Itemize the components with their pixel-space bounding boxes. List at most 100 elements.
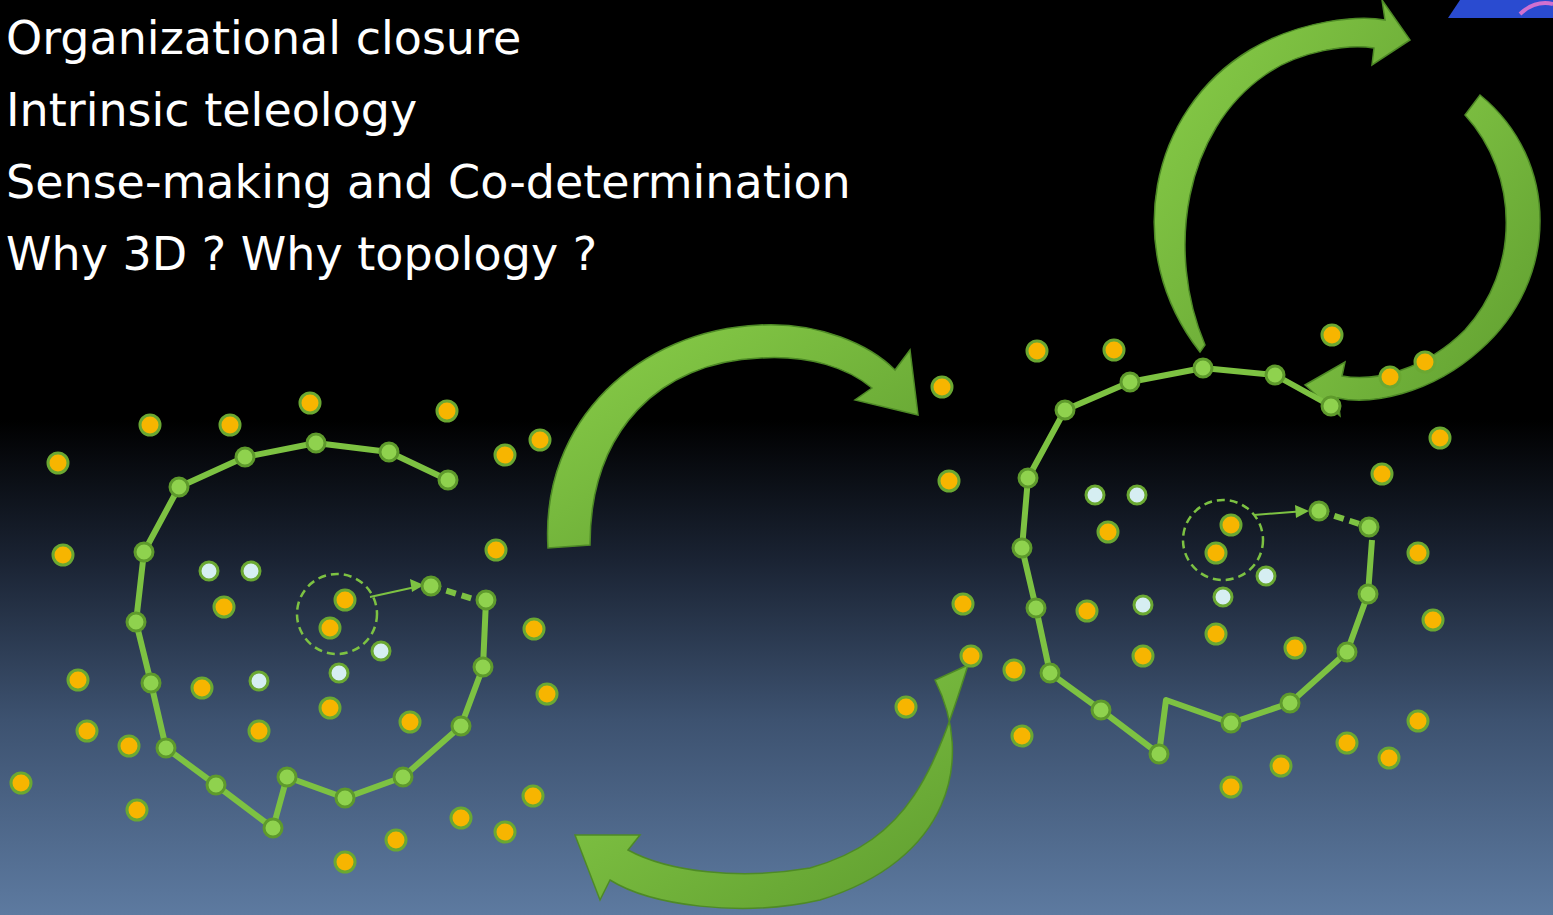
molecule-dot — [220, 415, 240, 435]
molecule-dot — [1337, 733, 1357, 753]
molecule-dot — [1206, 543, 1226, 563]
molecule-dot — [1206, 624, 1226, 644]
molecule-dot — [422, 577, 440, 595]
molecule-dot — [1214, 588, 1232, 606]
molecule-dot — [1281, 694, 1299, 712]
molecule-dot — [1322, 325, 1342, 345]
molecule-dot — [1027, 341, 1047, 361]
molecule-dot — [953, 594, 973, 614]
molecule-dot — [1360, 518, 1378, 536]
molecule-dot — [1359, 585, 1377, 603]
molecule-dot — [1133, 646, 1153, 666]
molecule-dot — [961, 646, 981, 666]
molecule-dot — [307, 434, 325, 452]
molecule-dot — [1430, 428, 1450, 448]
bullet-list: Organizational closureIntrinsic teleolog… — [6, 2, 851, 290]
molecule-dot — [68, 670, 88, 690]
molecule-dot — [537, 684, 557, 704]
molecule-dot — [1128, 486, 1146, 504]
molecule-dot — [242, 562, 260, 580]
molecule-dot — [1408, 711, 1428, 731]
molecule-dot — [1310, 502, 1328, 520]
logo-fragment — [1520, 3, 1553, 14]
molecule-dot — [1086, 486, 1104, 504]
molecule-dot — [932, 377, 952, 397]
molecule-dot — [1257, 567, 1275, 585]
molecule-dot — [1121, 373, 1139, 391]
molecule-dot — [1221, 515, 1241, 535]
molecule-dot — [157, 739, 175, 757]
molecule-dot — [140, 415, 160, 435]
molecule-dot — [1415, 352, 1435, 372]
molecule-dot — [1134, 596, 1152, 614]
bullet-text: Intrinsic teleology — [6, 74, 851, 146]
molecule-dot — [48, 453, 68, 473]
molecule-dot — [142, 674, 160, 692]
molecule-dot — [1322, 397, 1340, 415]
molecule-dot — [1104, 340, 1124, 360]
molecule-dot — [451, 808, 471, 828]
molecule-dot — [1380, 367, 1400, 387]
cycle-arrows — [548, 0, 1540, 908]
molecule-dot — [135, 543, 153, 561]
molecule-dot — [380, 443, 398, 461]
molecule-dot — [939, 471, 959, 491]
molecule-dot — [250, 672, 268, 690]
molecule-dot — [53, 545, 73, 565]
molecule-dot — [1012, 726, 1032, 746]
molecule-dot — [524, 619, 544, 639]
molecule-dot — [1098, 522, 1118, 542]
molecule-dot — [1041, 664, 1059, 682]
molecule-dot — [474, 658, 492, 676]
molecule-dot — [477, 591, 495, 609]
molecule-dot — [335, 852, 355, 872]
molecule-dot — [372, 642, 390, 660]
molecule-dot — [1222, 714, 1240, 732]
molecule-dot — [1194, 359, 1212, 377]
molecule-dot — [439, 471, 457, 489]
molecule-dot — [77, 721, 97, 741]
molecule-dot — [1221, 777, 1241, 797]
molecule-dot — [1019, 469, 1037, 487]
molecule-dot — [127, 613, 145, 631]
molecule-dot — [530, 430, 550, 450]
molecule-dot — [320, 618, 340, 638]
cell-membrane — [1022, 368, 1372, 754]
molecule-dot — [264, 819, 282, 837]
molecule-dot — [1004, 660, 1024, 680]
molecule-dot — [452, 717, 470, 735]
molecule-dot — [11, 773, 31, 793]
molecule-dot — [200, 562, 218, 580]
molecule-dot — [386, 830, 406, 850]
molecule-dot — [1271, 756, 1291, 776]
molecule-dot — [400, 712, 420, 732]
molecule-dot — [1408, 543, 1428, 563]
molecule-dot — [192, 678, 212, 698]
molecule-dot — [1027, 599, 1045, 617]
molecule-dot — [1423, 610, 1443, 630]
molecule-dot — [1013, 539, 1031, 557]
molecule-dot — [1077, 601, 1097, 621]
molecule-dot — [495, 445, 515, 465]
molecule-dot — [207, 776, 225, 794]
molecule-dot — [1092, 701, 1110, 719]
molecule-dot — [523, 786, 543, 806]
molecule-dot — [394, 768, 412, 786]
molecule-dot — [330, 664, 348, 682]
molecule-dot — [278, 768, 296, 786]
molecule-dot — [896, 697, 916, 717]
molecule-dot — [437, 401, 457, 421]
molecule-dot — [249, 721, 269, 741]
molecule-dot — [236, 448, 254, 466]
molecule-dot — [127, 800, 147, 820]
logo-fragment — [1448, 0, 1553, 18]
bullet-text: Why 3D ? Why topology ? — [6, 218, 851, 290]
molecule-dot — [1285, 638, 1305, 658]
molecule-dot — [1338, 643, 1356, 661]
molecule-dot — [495, 822, 515, 842]
bullet-text: Sense-making and Co-determination — [6, 146, 851, 218]
molecule-dot — [486, 540, 506, 560]
molecule-dots — [11, 325, 1450, 872]
molecule-dot — [1266, 366, 1284, 384]
